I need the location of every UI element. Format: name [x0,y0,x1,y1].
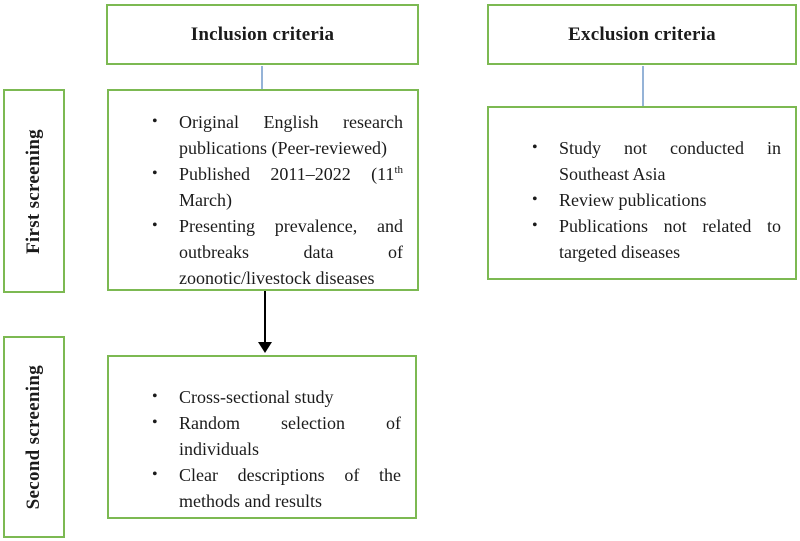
list-item: • Publications not related to targeted d… [489,213,795,265]
down-arrow-icon [258,291,272,353]
second-screening-box: • Cross-sectional study • Random selecti… [107,355,417,519]
inclusion-connector-line [261,66,263,89]
bullet-line: zoonotic/livestock diseases [179,268,375,288]
list-item: • Random selection of individuals [109,410,415,462]
bullet-line: Presenting prevalence, and [179,216,403,236]
bullet-icon: • [532,191,538,208]
bullet-line: Southeast Asia [559,164,666,184]
bullet-icon: • [152,217,158,234]
bullet-icon: • [532,217,538,234]
bullet-icon: • [152,113,158,130]
first-screening-inclusion-box: • Original English research publications… [107,89,419,291]
exclusion-criteria-box: • Study not conducted in Southeast Asia … [487,106,797,280]
second-screening-label: Second screening [23,364,44,510]
list-item: • Cross-sectional study [109,384,415,410]
bullet-line: Clear descriptions of the [179,465,401,485]
first-screening-label: First screening [23,128,44,254]
bullet-icon: • [152,388,158,405]
bullet-line: individuals [179,439,259,459]
bullet-line: outbreaks data of [179,242,403,262]
bullet-icon: • [152,414,158,431]
list-item: • Published 2011–2022 (11th March) [109,161,417,213]
exclusion-criteria-title: Exclusion criteria [568,23,716,45]
second-screening-bullet-list: • Cross-sectional study • Random selecti… [109,357,415,517]
list-item: • Original English research publications… [109,109,417,161]
exclusion-criteria-header-box: Exclusion criteria [487,4,797,65]
second-screening-label-box: Second screening [3,336,65,538]
list-item: • Review publications [489,187,795,213]
bullet-icon: • [152,466,158,483]
bullet-line: Random selection of [179,413,401,433]
bullet-line: Study not conducted in [559,138,781,158]
bullet-icon: • [152,165,158,182]
bullet-icon: • [532,139,538,156]
exclusion-connector-line [642,66,644,106]
bullet-line: Review publications [559,190,707,210]
first-screening-bullet-list: • Original English research publications… [109,91,417,289]
bullet-line: Published 2011–2022 (11th [179,164,403,184]
bullet-line: targeted diseases [559,242,681,262]
bullet-line: Original English research [179,112,403,132]
first-screening-label-box: First screening [3,89,65,293]
bullet-line: methods and results [179,491,322,511]
list-item: • Presenting prevalence, and outbreaks d… [109,213,417,291]
bullet-line: publications (Peer-reviewed) [179,138,388,158]
bullet-line: Cross-sectional study [179,387,334,407]
list-item: • Study not conducted in Southeast Asia [489,135,795,187]
bullet-line: Publications not related to [559,216,781,236]
list-item: • Clear descriptions of the methods and … [109,462,415,514]
inclusion-criteria-header-box: Inclusion criteria [106,4,419,65]
bullet-line: March) [179,190,232,210]
inclusion-criteria-title: Inclusion criteria [190,23,335,45]
exclusion-bullet-list: • Study not conducted in Southeast Asia … [489,108,795,278]
superscript-th: th [394,164,403,176]
